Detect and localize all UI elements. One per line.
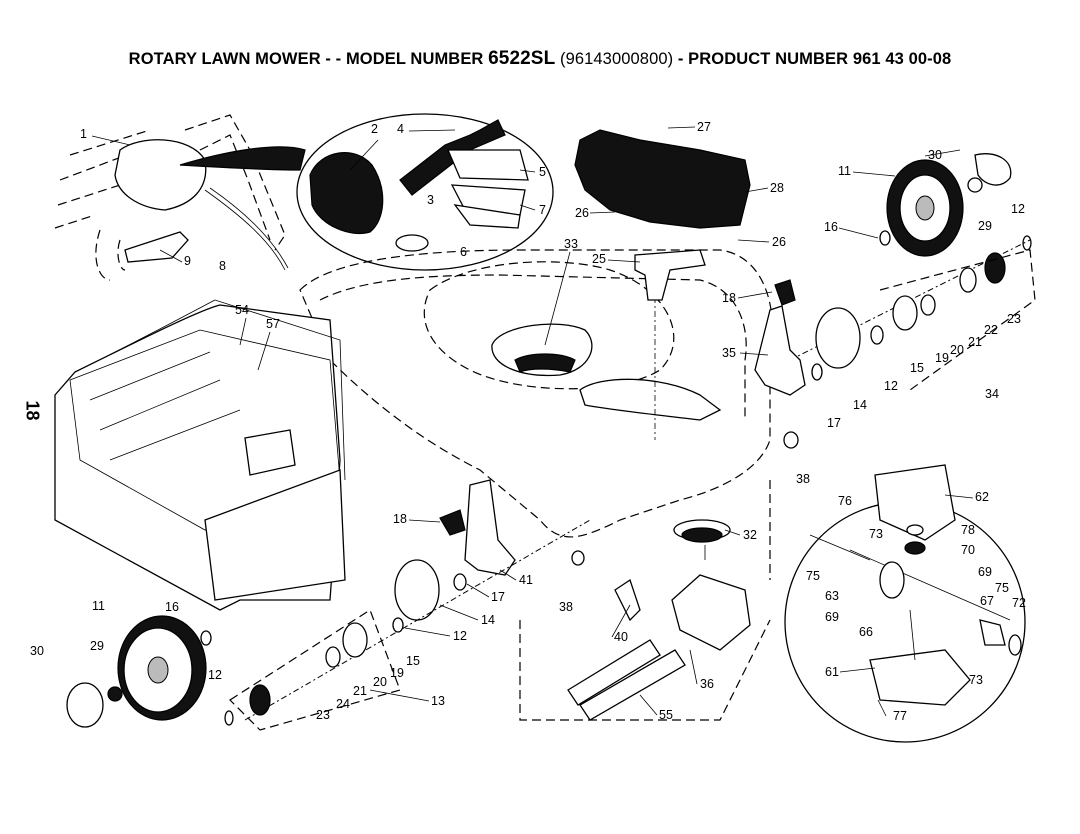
callout-7: 7 (539, 203, 546, 217)
title-suffix: - PRODUCT NUMBER 961 43 00-08 (677, 50, 952, 68)
callout-19-left: 19 (390, 666, 404, 680)
callout-66: 66 (859, 625, 873, 639)
callout-23-top: 23 (1007, 312, 1021, 326)
left-rear-wheel (66, 615, 212, 728)
callout-5: 5 (539, 165, 546, 179)
callout-62: 62 (975, 490, 989, 504)
callout-26-right: 26 (772, 235, 786, 249)
callout-77: 77 (893, 709, 907, 723)
callout-8: 8 (219, 259, 226, 273)
callout-2: 2 (371, 122, 378, 136)
callout-70: 70 (961, 543, 975, 557)
title-part-number: (96143000800) (559, 50, 674, 68)
callout-63: 63 (825, 589, 839, 603)
callout-6: 6 (460, 245, 467, 259)
callout-73-top: 73 (869, 527, 883, 541)
callout-61: 61 (825, 665, 839, 679)
callout-69-left: 69 (825, 610, 839, 624)
callout-29-left: 29 (90, 639, 104, 653)
grass-catcher (54, 299, 346, 611)
callout-32: 32 (743, 528, 757, 542)
callout-75-left: 75 (806, 569, 820, 583)
callout-30: 30 (928, 148, 942, 162)
callout-72: 72 (1012, 596, 1026, 610)
callout-17-left: 17 (491, 590, 505, 604)
callout-34: 34 (985, 387, 999, 401)
callout-11-left: 11 (92, 599, 105, 613)
callout-12-left: 12 (453, 629, 467, 643)
leader-lines (91, 126, 974, 717)
callout-11: 11 (838, 164, 851, 178)
callout-55: 55 (659, 708, 673, 722)
callout-41: 41 (519, 573, 533, 587)
callout-76: 76 (838, 494, 852, 508)
callout-15-top: 15 (910, 361, 924, 375)
page-title: ROTARY LAWN MOWER - - MODEL NUMBER 6522S… (0, 48, 1080, 70)
left-drive-parts (224, 479, 591, 731)
callout-20-top: 20 (950, 343, 964, 357)
callout-14-top: 14 (853, 398, 867, 412)
callout-3: 3 (427, 193, 434, 207)
callout-36: 36 (700, 677, 714, 691)
callout-14-left: 14 (481, 613, 495, 627)
callout-38-top: 38 (796, 472, 810, 486)
title-model-number: 6522SL (488, 48, 556, 69)
callout-24: 24 (336, 697, 350, 711)
bracket-25 (634, 249, 706, 301)
callout-18-left: 18 (393, 512, 407, 526)
transmission-assembly (567, 519, 751, 721)
callout-13: 13 (431, 694, 445, 708)
callout-67: 67 (980, 594, 994, 608)
callout-28: 28 (770, 181, 784, 195)
rear-shroud (574, 129, 751, 229)
callout-23-left: 23 (316, 708, 330, 722)
callout-18-top: 18 (722, 291, 736, 305)
callout-73-bottom: 73 (969, 673, 983, 687)
callout-21-left: 21 (353, 684, 367, 698)
callout-27: 27 (697, 120, 711, 134)
callout-16-top: 16 (824, 220, 838, 234)
callout-15-left: 15 (406, 654, 420, 668)
callout-12-top: 12 (1011, 202, 1025, 216)
handle-assembly (54, 114, 289, 281)
callout-labels: 1 2 4 27 30 11 3 5 28 26 7 29 12 16 26 9… (30, 120, 1026, 723)
callout-38-left: 38 (559, 600, 573, 614)
mower-deck (299, 249, 774, 721)
callout-35: 35 (722, 346, 736, 360)
callout-1: 1 (80, 127, 87, 141)
callout-12-mid: 12 (884, 379, 898, 393)
callout-17-top: 17 (827, 416, 841, 430)
callout-16-left: 16 (165, 600, 179, 614)
callout-26: 26 (575, 206, 589, 220)
title-prefix: ROTARY LAWN MOWER - - MODEL NUMBER (128, 50, 484, 68)
callout-4: 4 (397, 122, 404, 136)
callout-25: 25 (592, 252, 606, 266)
callout-69-right: 69 (978, 565, 992, 579)
right-rear-wheel (879, 153, 1032, 257)
callout-20-left: 20 (373, 675, 387, 689)
callout-29: 29 (978, 219, 992, 233)
callout-21-top: 21 (968, 335, 982, 349)
transmission-detail-circle (784, 464, 1026, 743)
control-detail-circle (179, 113, 554, 271)
callout-12-bottom: 12 (208, 668, 222, 682)
callout-75-right: 75 (995, 581, 1009, 595)
right-drive-parts (754, 239, 1036, 449)
callout-40: 40 (614, 630, 628, 644)
callout-22-top: 22 (984, 323, 998, 337)
callout-9: 9 (184, 254, 191, 268)
callout-19-top: 19 (935, 351, 949, 365)
callout-78: 78 (961, 523, 975, 537)
callout-33: 33 (564, 237, 578, 251)
callout-57: 57 (266, 317, 280, 331)
callout-54: 54 (235, 303, 249, 317)
callout-30-left: 30 (30, 644, 44, 658)
